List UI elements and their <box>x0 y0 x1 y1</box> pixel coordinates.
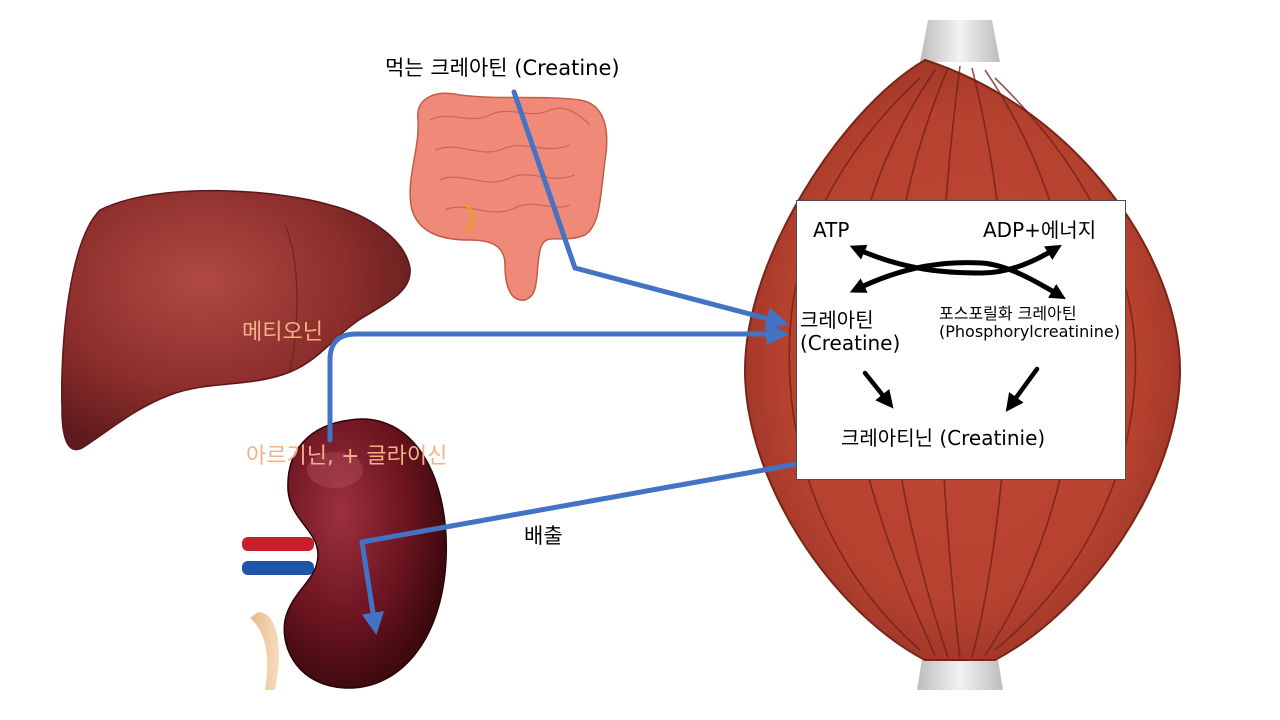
atp-adp-arc-lower <box>857 263 1059 295</box>
arginine-glycine-label: 아르기닌, + 글라이신 <box>246 444 447 469</box>
phosphocreatine-en-label: (Phosphorylcreatinine) <box>939 323 1120 341</box>
liver-icon <box>62 191 410 450</box>
phosphocreatine-kr-label: 포스포릴화 크레아틴 <box>939 305 1120 323</box>
atp-label: ATP <box>813 219 849 242</box>
phosphocreatine-to-creatinine-arrow <box>1010 369 1037 406</box>
synthesis-arrow <box>330 334 780 440</box>
methionine-label: 메티오닌 <box>242 320 323 345</box>
creatinine-label: 크레아티닌 (Creatinie) <box>841 427 1045 450</box>
dietary-creatine-label: 먹는 크레아틴 (Creatine) <box>385 56 620 80</box>
adp-energy-label: ADP+에너지 <box>983 219 1096 242</box>
phosphocreatine-label: 포스포릴화 크레아틴 (Phosphorylcreatinine) <box>939 305 1120 342</box>
muscle-reaction-box: ATP ADP+에너지 크레아틴 (Creatine) 포스포릴화 크레아틴 (… <box>796 200 1126 480</box>
creatine-en-label: (Creatine) <box>800 332 900 355</box>
creatine-kr-label: 크레아틴 <box>800 309 900 332</box>
excretion-label: 배출 <box>524 524 563 548</box>
creatine-to-creatinine-arrow <box>865 373 889 403</box>
creatine-label: 크레아틴 (Creatine) <box>800 309 900 355</box>
